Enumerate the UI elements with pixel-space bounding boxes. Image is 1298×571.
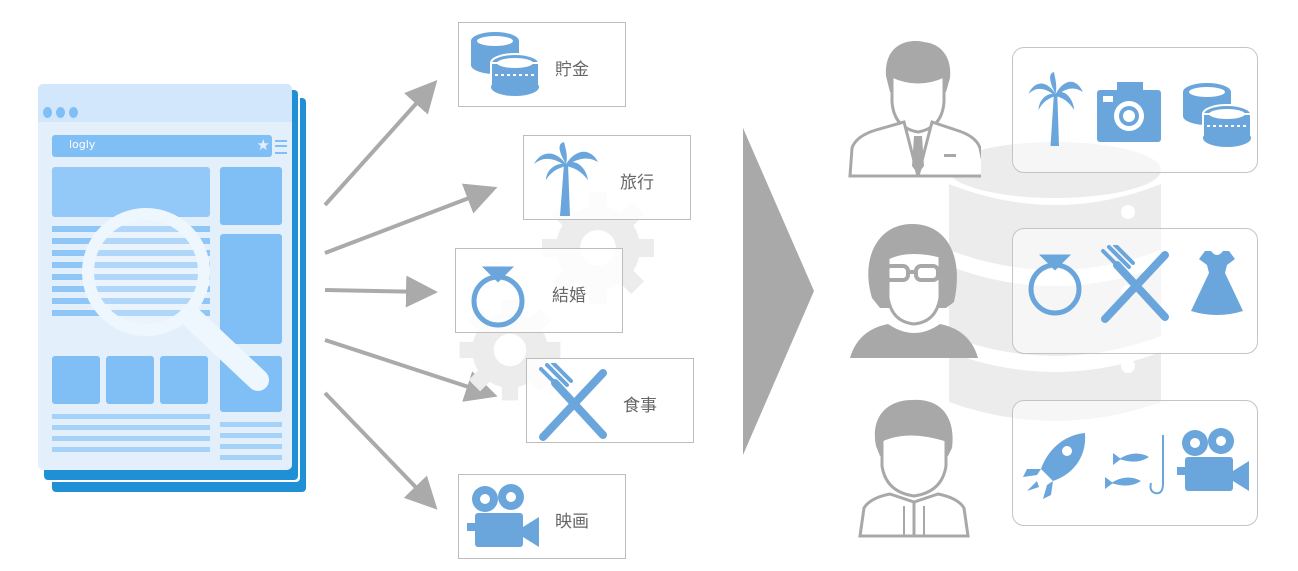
category-label: 食事	[623, 396, 657, 416]
category-label: 結婚	[552, 286, 586, 306]
user-1-interests	[1012, 47, 1258, 173]
rocket-icon	[1023, 433, 1086, 499]
category-food: 食事	[526, 358, 694, 443]
category-label: 映画	[555, 512, 589, 532]
category-label: 貯金	[555, 60, 589, 80]
browser-illustration: logly ★	[36, 84, 308, 496]
arrows	[323, 80, 498, 510]
palm-tree-icon	[534, 142, 598, 216]
category-wedding: 結婚	[455, 248, 623, 333]
category-travel: 旅行	[523, 135, 691, 220]
menu-icon	[275, 140, 287, 154]
magnifier-icon	[82, 208, 269, 391]
category-label: 旅行	[620, 173, 654, 193]
arrow-to-movie	[323, 391, 438, 510]
ring-icon	[462, 253, 538, 333]
process-arrow-icon	[743, 128, 814, 455]
address-text: logly	[69, 138, 96, 151]
category-movie: 映画	[458, 474, 626, 559]
dress-icon	[1191, 251, 1243, 315]
fork-knife-icon	[533, 363, 613, 443]
user-3-interests	[1012, 400, 1258, 526]
address-bar: logly ★	[52, 135, 272, 157]
browser-window: logly ★	[38, 84, 292, 470]
palm-tree-icon	[1028, 72, 1083, 146]
movie-camera-icon	[1177, 428, 1249, 491]
young-man-icon	[858, 399, 970, 538]
coins-icon	[470, 31, 540, 97]
camera-icon	[1097, 82, 1161, 142]
woman-glasses-icon	[850, 224, 978, 358]
arrow-to-savings	[323, 80, 438, 207]
user-2-interests	[1012, 228, 1258, 354]
arrow-to-food	[324, 338, 498, 402]
arrow-to-wedding	[324, 275, 438, 308]
fishing-icon	[1105, 434, 1164, 495]
category-savings: 貯金	[458, 22, 626, 107]
businessman-icon	[848, 41, 981, 178]
fork-knife-icon	[1095, 245, 1175, 325]
arrow-to-travel	[324, 183, 498, 255]
movie-camera-icon	[467, 484, 539, 547]
ring-icon	[1019, 241, 1089, 321]
star-icon: ★	[256, 136, 270, 154]
coins-icon	[1182, 82, 1252, 148]
window-dots-icon	[43, 103, 78, 122]
